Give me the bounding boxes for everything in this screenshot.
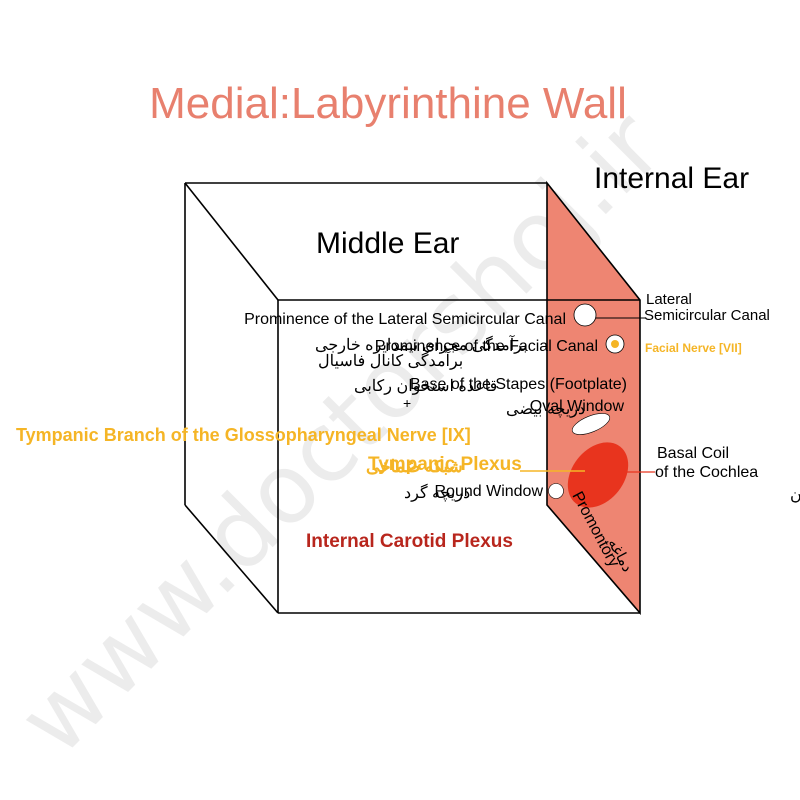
tympanic-branch-label: Tympanic Branch of the Glossopharyngeal … — [16, 425, 471, 445]
prom-facial-canal-label: Prominence of the Facial Canal — [375, 338, 598, 355]
lateral-canal-label-2: Semicircular Canal — [644, 307, 770, 324]
prom-facial-canal-label-fa: برآمدگی کانال فاسیال — [318, 350, 463, 370]
oval-window-label: Oval Window — [530, 398, 625, 415]
basal-coil-label-2: of the Cochlea — [655, 464, 758, 481]
medial-wall — [546, 180, 641, 616]
prom-lateral-canal-label-fa: برآمدگی مجرای نیمدایره خارجی — [315, 334, 527, 354]
oval-window-shape — [571, 413, 611, 435]
round-window-label-fa: دریچه گرد — [404, 483, 470, 502]
plus-mark: + — [403, 395, 411, 411]
basal-coil-label-1: Basal Coil — [657, 445, 729, 462]
internal-carotid-label: Internal Carotid Plexus — [306, 531, 513, 552]
round-window-shape — [548, 483, 564, 499]
page-title: Medial:Labyrinthine Wall — [149, 79, 627, 128]
facial-nerve-label: Facial Nerve [VII] — [645, 341, 742, 355]
tympanic-plexus-label: Tympanic Plexus — [368, 454, 522, 475]
lateral-canal-label-1: Lateral — [646, 291, 692, 308]
cochlea-basal-coil-shape — [567, 442, 629, 508]
basal-coil-label-fa: قاعده مارپیچ حلزون — [790, 487, 800, 504]
cube-outline — [184, 182, 640, 614]
oval-window-label-fa: دریچه بیضی — [506, 401, 585, 418]
stapes-base-label-fa: قاعده استخوان رکابی — [354, 378, 497, 395]
lateral-canal-prominence — [573, 303, 597, 327]
facial-nerve-dot — [611, 340, 619, 348]
round-window-label: Round Window — [435, 483, 544, 500]
stapes-base-label: Base of the Stapes (Footplate) — [410, 376, 627, 393]
tympanic-plexus-label-fa: شبکه صُماخی — [366, 457, 463, 476]
prom-lateral-canal-label: Prominence of the Lateral Semicircular C… — [244, 311, 566, 328]
middle-ear-label: Middle Ear — [316, 227, 459, 260]
internal-ear-label: Internal Ear — [594, 162, 749, 195]
